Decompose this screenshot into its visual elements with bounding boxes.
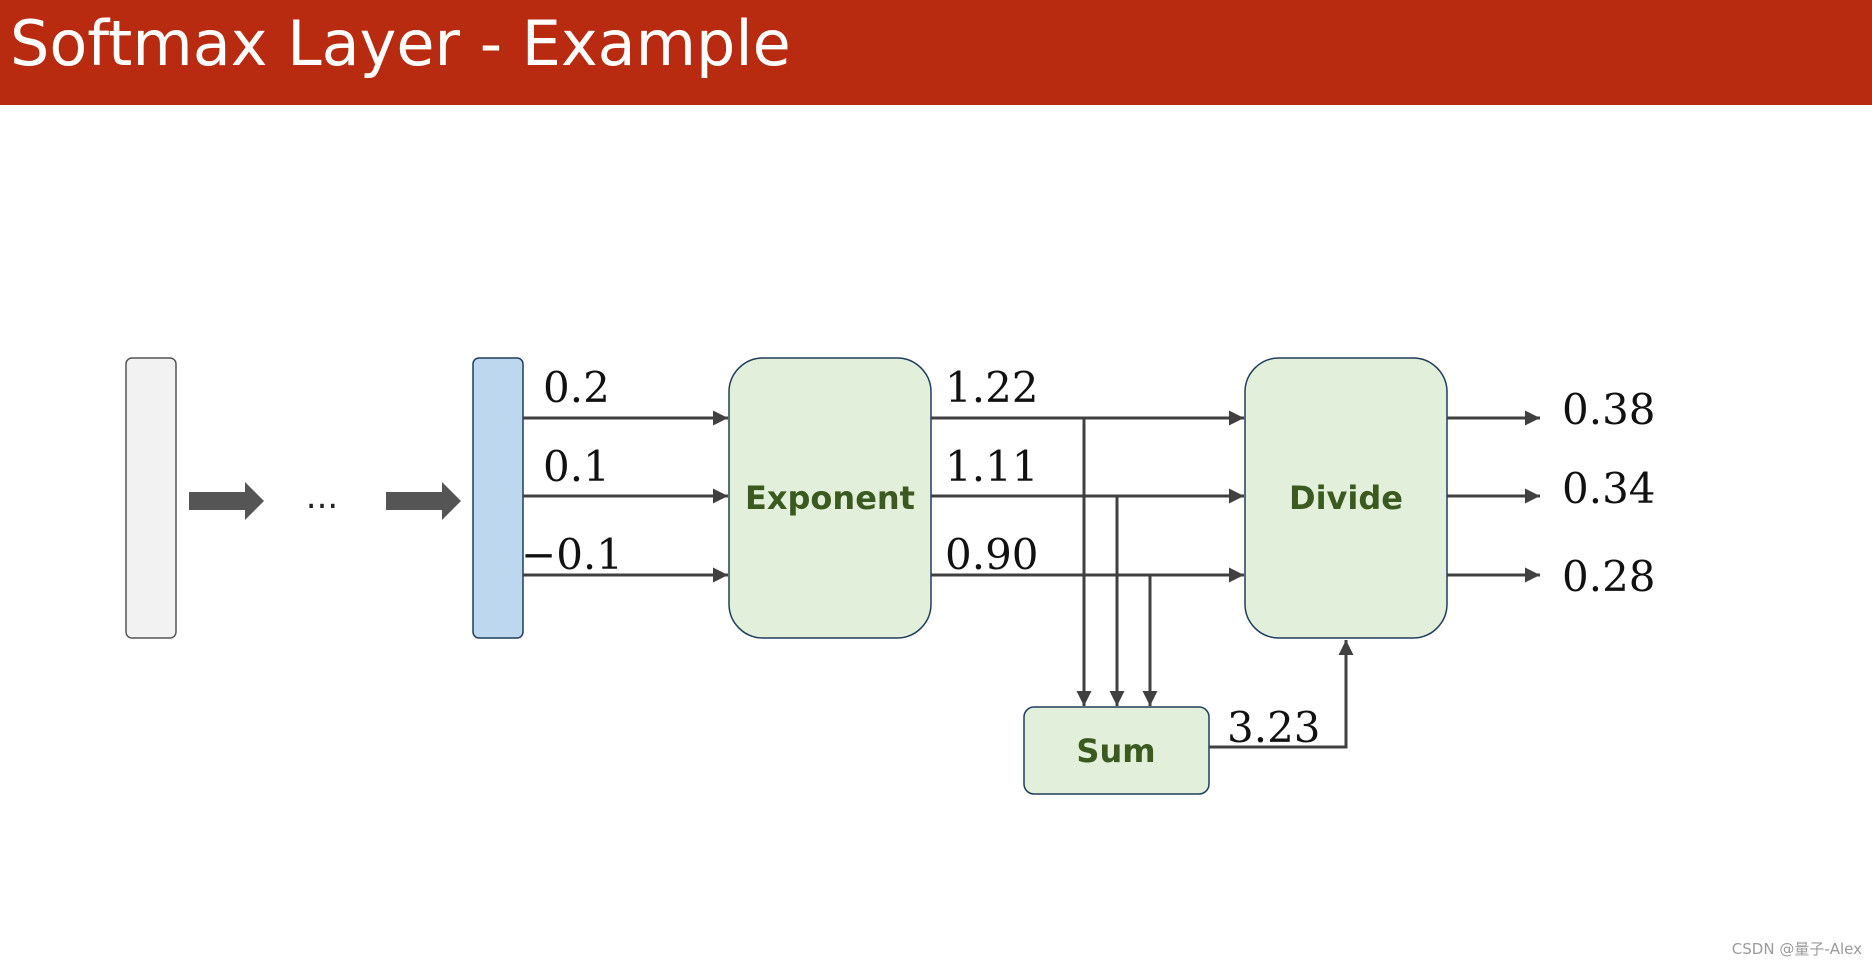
exponent-label: Exponent: [745, 479, 915, 517]
hidden-layer-bar: [125, 357, 177, 639]
logits-bar: [472, 357, 524, 639]
ellipsis-text: ...: [306, 477, 338, 517]
sum-box: [1023, 706, 1210, 795]
exp-value-3: 0.90: [945, 530, 1039, 579]
sum-to-divide-arrow: [1209, 640, 1354, 749]
exp-value-1: 1.22: [945, 363, 1039, 412]
input-value-1: 0.2: [543, 363, 610, 412]
input-value-2: 0.1: [543, 442, 610, 491]
watermark-text: CSDN @量子-Alex: [1731, 940, 1862, 958]
exp-value-2: 1.11: [945, 442, 1039, 491]
output-value-1: 0.38: [1562, 385, 1656, 434]
sum-label: Sum: [1076, 732, 1155, 770]
output-value-2: 0.34: [1562, 464, 1656, 513]
exponent-box: [728, 357, 932, 639]
block-arrow-2: [386, 482, 461, 520]
page-title: Softmax Layer - Example: [10, 7, 791, 80]
block-arrow-1: [189, 482, 264, 520]
output-value-3: 0.28: [1562, 552, 1656, 601]
divide-box: [1244, 357, 1448, 639]
sum-value: 3.23: [1227, 703, 1321, 752]
input-value-3: −0.1: [521, 530, 623, 579]
title-bar: Softmax Layer - Example: [0, 0, 1872, 105]
divide-label: Divide: [1289, 479, 1403, 517]
